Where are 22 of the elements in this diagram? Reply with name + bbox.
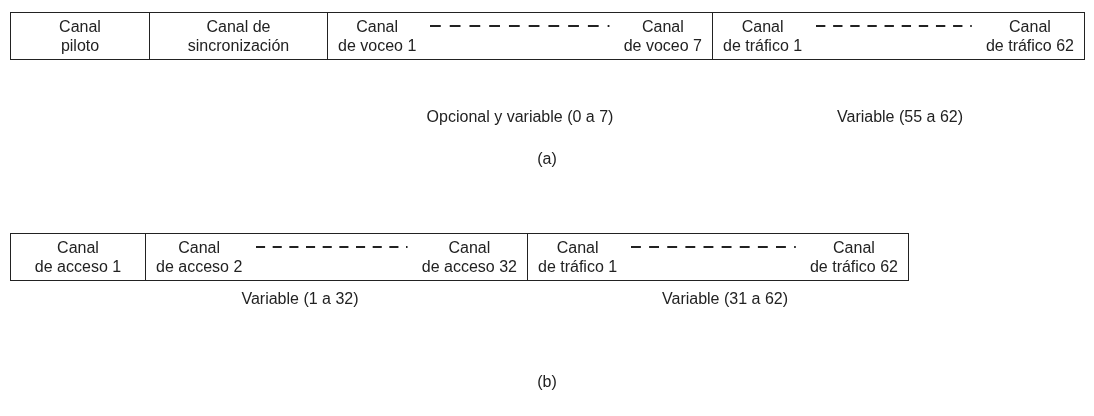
- channel-cell: [327, 12, 713, 60]
- channel-name: Canal de acceso 1: [34, 238, 122, 276]
- channel-cell: [149, 12, 328, 60]
- channel-name: Canal de tráfico 1: [723, 17, 803, 55]
- channel-cell: [145, 233, 528, 281]
- subfigure-label: (a): [537, 150, 557, 168]
- channel-name: Canal de voceo 1: [338, 17, 417, 55]
- range-label: Variable (55 a 62): [837, 108, 963, 126]
- channel-name: Canal de voceo 7: [623, 17, 702, 55]
- range-label: Opcional y variable (0 a 7): [426, 108, 614, 126]
- channel-name: Canal de acceso 2: [156, 238, 243, 276]
- channel-cell: [10, 12, 150, 60]
- channel-name: Canal de tráfico 1: [538, 238, 618, 276]
- subfigure-label: (b): [537, 373, 557, 391]
- channel-name: Canal de tráfico 62: [985, 17, 1074, 55]
- channel-name: Canal de sincronización: [187, 17, 290, 55]
- channel-cell: [10, 233, 146, 281]
- channel-name: Canal de tráfico 62: [809, 238, 898, 276]
- channel-name: Canal piloto: [59, 17, 101, 55]
- channel-name: Canal de acceso 32: [421, 238, 517, 276]
- channel-cell: [712, 12, 1085, 60]
- channel-cell: [527, 233, 909, 281]
